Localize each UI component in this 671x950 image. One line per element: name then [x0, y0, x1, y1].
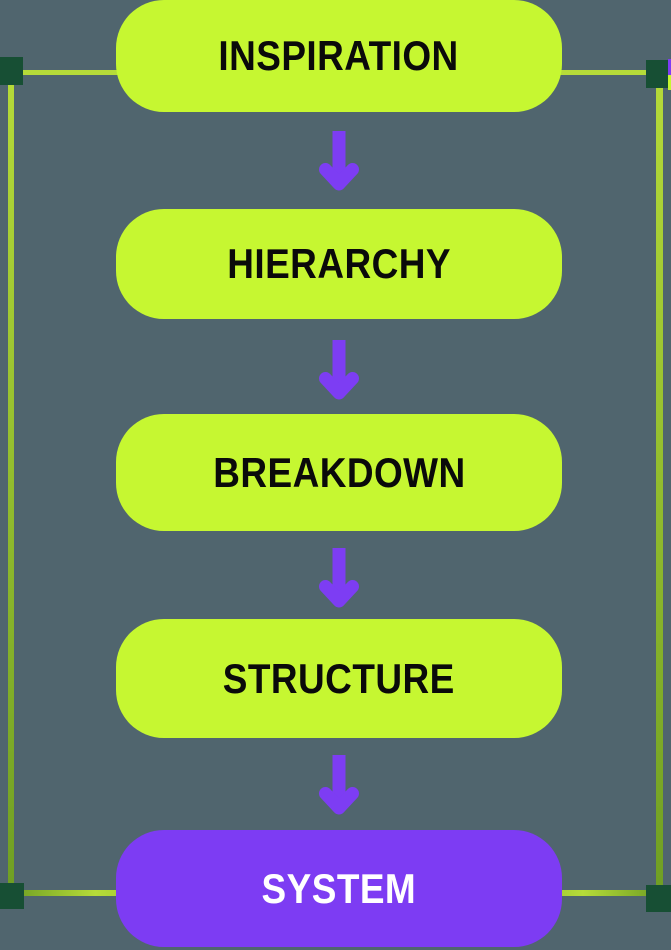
- flow-step-system[interactable]: SYSTEM: [116, 830, 562, 947]
- cropped-purple-object-sliver: [668, 59, 671, 75]
- selection-border-left[interactable]: [8, 70, 14, 896]
- flow-step-label: INSPIRATION: [218, 32, 460, 79]
- flow-step-hierarchy[interactable]: HIERARCHY: [116, 209, 562, 319]
- down-arrow-icon[interactable]: [317, 753, 361, 817]
- flow-step-label: BREAKDOWN: [212, 448, 466, 496]
- selection-handle-bottom-right[interactable]: [646, 885, 671, 912]
- down-arrow-icon[interactable]: [317, 546, 361, 610]
- flow-step-label: HIERARCHY: [227, 240, 451, 287]
- flow-step-structure[interactable]: STRUCTURE: [116, 619, 562, 738]
- down-arrow-icon[interactable]: [317, 338, 361, 402]
- flow-step-label: STRUCTURE: [223, 654, 455, 702]
- flow-step-inspiration[interactable]: INSPIRATION: [116, 0, 562, 112]
- selection-handle-top-left[interactable]: [0, 57, 23, 85]
- flow-step-label: SYSTEM: [261, 864, 417, 912]
- cropped-lime-object-sliver: [668, 75, 671, 90]
- selection-border-right[interactable]: [656, 70, 663, 896]
- flow-step-breakdown[interactable]: BREAKDOWN: [116, 414, 562, 531]
- selection-handle-top-right[interactable]: [646, 60, 668, 88]
- selection-handle-bottom-left[interactable]: [0, 883, 24, 909]
- down-arrow-icon[interactable]: [317, 129, 361, 193]
